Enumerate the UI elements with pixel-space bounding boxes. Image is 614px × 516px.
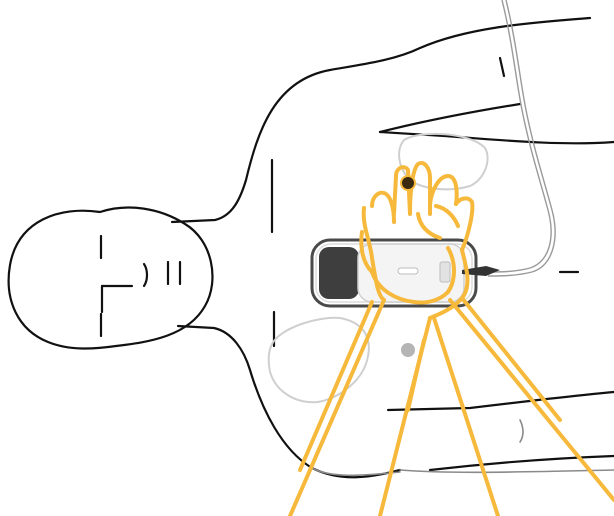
hand-shadow	[400, 175, 416, 191]
head-outline	[7, 206, 214, 350]
sternum-dot-icon	[401, 343, 415, 357]
cable-icon	[487, 0, 556, 277]
arms-icon	[288, 296, 614, 516]
aed-pad-icon	[267, 132, 489, 404]
torso-outline	[170, 16, 614, 479]
arm-outline	[311, 419, 614, 477]
aed-device-icon	[310, 238, 500, 308]
hands-icon	[359, 161, 475, 320]
